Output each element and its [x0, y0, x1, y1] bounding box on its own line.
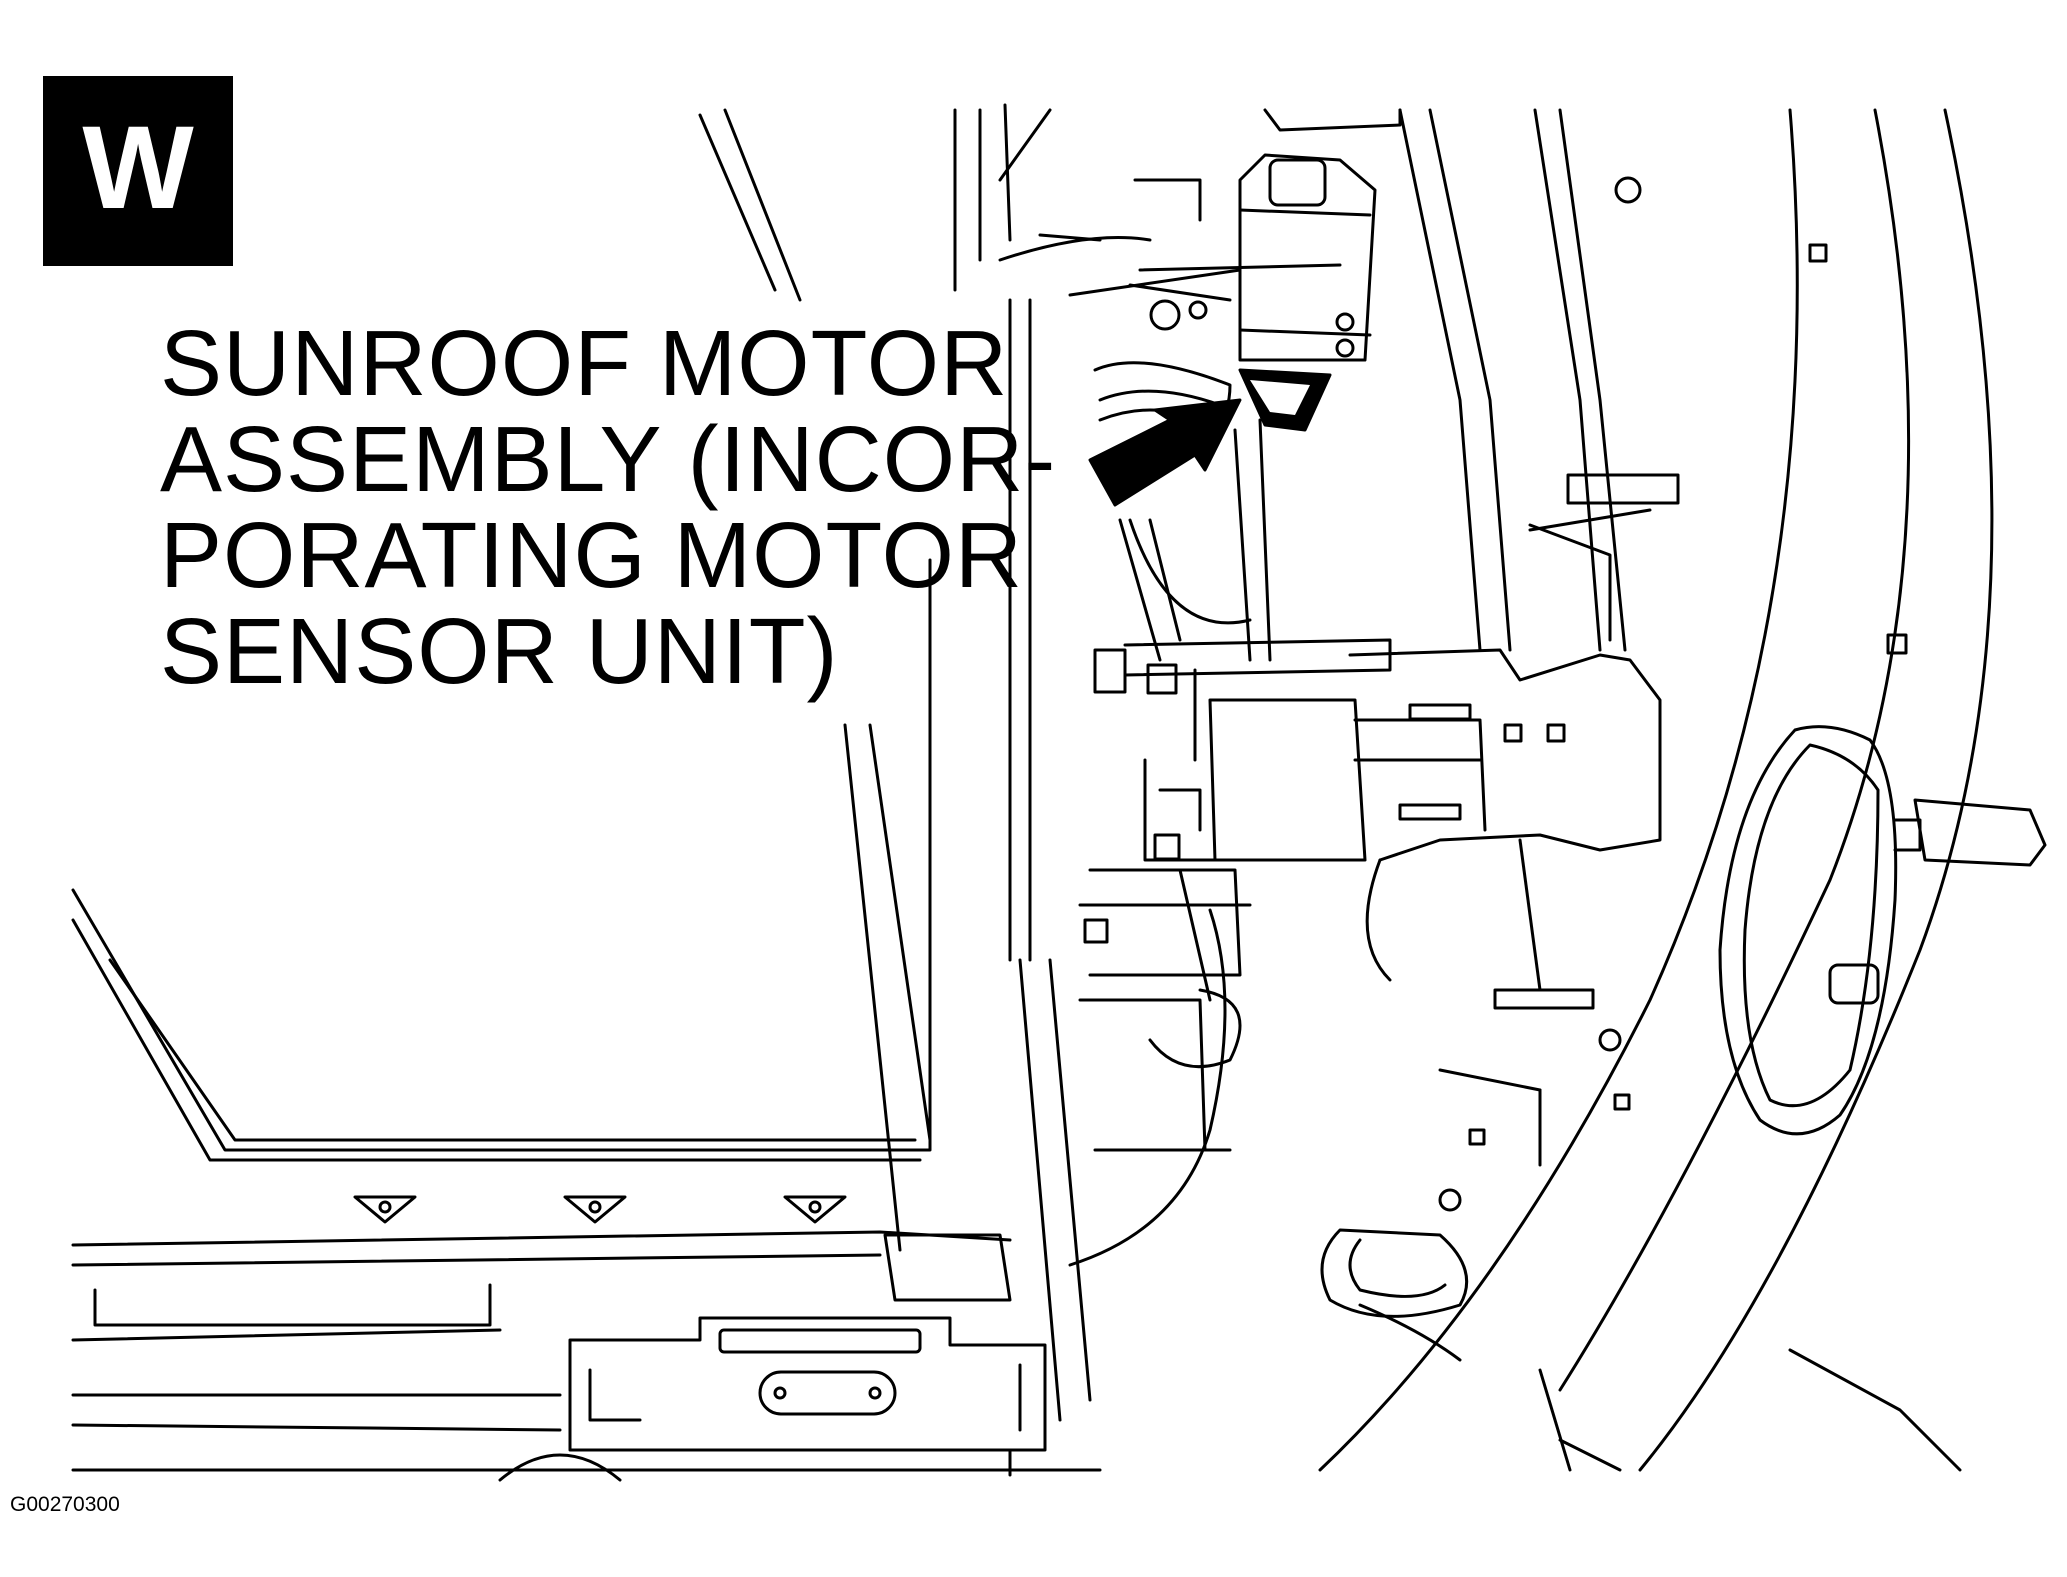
left-pillar [698, 103, 1092, 1422]
rail-clips [353, 1195, 847, 1224]
right-roof-rails [1318, 108, 1994, 1472]
section-badge: W [43, 76, 233, 266]
upper-trim [998, 108, 1402, 962]
bottom-connector [883, 1233, 1012, 1302]
sunroof-glass-frame [71, 558, 932, 1162]
callout-arrow [1088, 398, 1242, 507]
section-letter: W [82, 102, 194, 234]
front-rail [71, 1230, 1102, 1482]
callout-line: ASSEMBLY (INCOR- [160, 407, 1057, 511]
sunroof-motor-assembly [1093, 153, 1377, 662]
callout-line: SUNROOF MOTOR [160, 311, 1009, 415]
callout-line: SENSOR UNIT) [160, 599, 839, 703]
roof-panel-features [1320, 176, 1908, 1362]
bottom-bracket [568, 1316, 1047, 1452]
side-bracket-assembly [1348, 648, 1662, 992]
figure-id: G00270300 [10, 1493, 120, 1516]
rear-view-mirror [1718, 725, 2047, 1136]
component-callout: SUNROOF MOTOR ASSEMBLY (INCOR- PORATING … [160, 315, 1056, 699]
guide-mechanism [1068, 638, 1392, 1267]
callout-line: PORATING MOTOR [160, 503, 1024, 607]
